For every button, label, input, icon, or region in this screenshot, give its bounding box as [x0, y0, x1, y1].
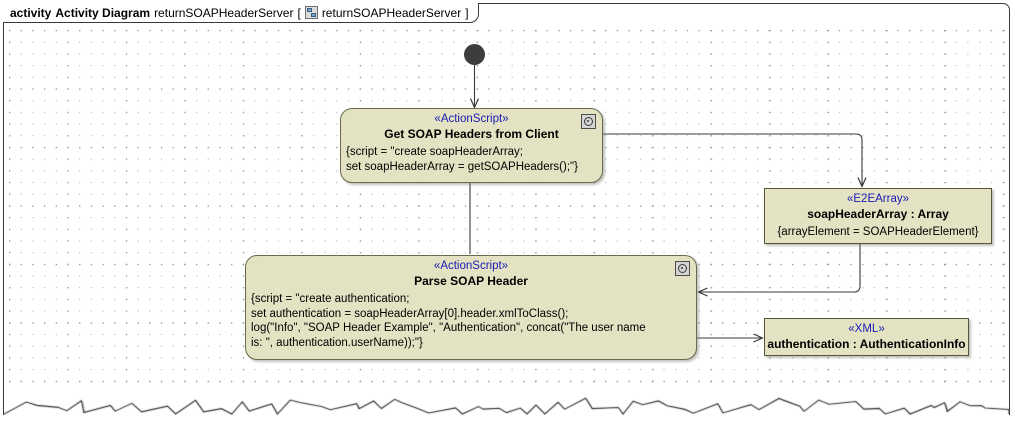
- node-properties: {script = "create soapHeaderArray; set s…: [346, 146, 578, 173]
- frame-bracket-label: returnSOAPHeaderServer: [321, 5, 462, 20]
- frame-bracket-open: [: [297, 5, 301, 20]
- action-node-parse-soap-header[interactable]: «ActionScript» Parse SOAP Header {script…: [245, 255, 697, 360]
- node-name-label: authentication : AuthenticationInfo: [767, 337, 966, 351]
- torn-paper-edge: [4, 390, 1009, 424]
- object-node-authentication[interactable]: «XML» authentication : AuthenticationInf…: [764, 318, 969, 356]
- stereotype-label: «E2EArray»: [846, 193, 909, 205]
- stereotype-label: «ActionScript»: [434, 113, 509, 125]
- node-properties: {arrayElement = SOAPHeaderElement}: [777, 226, 979, 238]
- action-script-icon: [675, 261, 690, 276]
- activity-diagram-icon: [304, 6, 318, 19]
- frame-label: activity Activity Diagram returnSOAPHead…: [3, 3, 479, 23]
- frame-diagram-type: Activity Diagram: [55, 5, 151, 20]
- action-node-get-soap-headers[interactable]: «ActionScript» Get SOAP Headers from Cli…: [340, 108, 603, 183]
- frame-diagram-name: returnSOAPHeaderServer: [154, 5, 294, 20]
- node-properties: {script = "create authentication; set au…: [251, 293, 646, 349]
- node-name-label: Get SOAP Headers from Client: [384, 127, 559, 141]
- frame-bracket-close: ]: [465, 5, 469, 20]
- node-name-label: Parse SOAP Header: [414, 274, 528, 288]
- action-script-icon: [581, 114, 596, 129]
- frame-keyword: activity: [10, 5, 52, 20]
- object-node-soap-header-array[interactable]: «E2EArray» soapHeaderArray : Array {arra…: [764, 188, 992, 244]
- initial-node[interactable]: [464, 44, 485, 65]
- stereotype-label: «ActionScript»: [433, 260, 509, 272]
- node-name-label: soapHeaderArray : Array: [807, 207, 949, 221]
- stereotype-label: «XML»: [848, 323, 885, 335]
